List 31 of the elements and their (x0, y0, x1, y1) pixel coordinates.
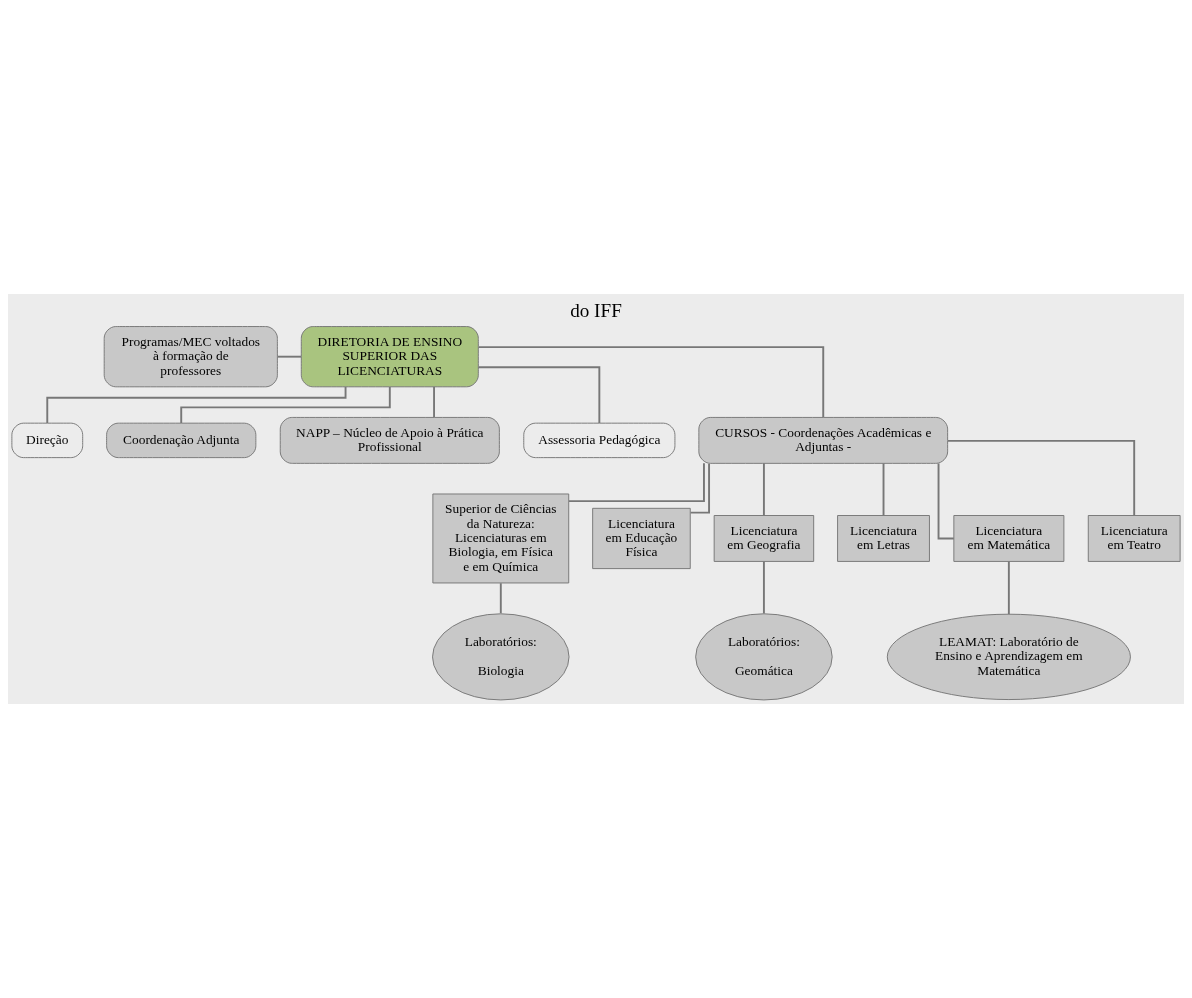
node-box: Superior de Ciências da Natureza: Licenciaturas em Biologia, em Física e em Química (432, 493, 570, 584)
node-box: CURSOS - Coordenações Acadêmicas e Adjuntas - (698, 416, 949, 464)
connector (276, 355, 303, 358)
node-box: Licenciatura em Geografia (713, 515, 815, 562)
connector (568, 462, 705, 503)
node-box: Direção (11, 422, 84, 459)
node-box: Assessoria Pedagógica (523, 422, 676, 459)
node-box: Coordenação Adjunta (106, 422, 257, 459)
connector (46, 386, 347, 425)
connector (477, 366, 601, 424)
node-box: Licenciatura em Letras (837, 515, 930, 562)
connector (1007, 560, 1010, 616)
connector (946, 439, 1136, 517)
node-box: Programas/MEC voltados à formação de professores (103, 326, 278, 388)
connector (180, 386, 391, 425)
connector (689, 462, 711, 514)
connector (499, 582, 502, 615)
node-ellipse: Laboratórios: Biologia (432, 613, 570, 701)
connector (762, 560, 765, 615)
node-box: Licenciatura em Teatro (1087, 515, 1181, 562)
connector (477, 346, 825, 419)
connector (882, 462, 885, 517)
connector (762, 462, 765, 517)
node-ellipse: Laboratórios: Geomática (695, 613, 833, 701)
node-ellipse: LEAMAT: Laboratório de Ensino e Aprendizagem em Matemática (886, 613, 1131, 701)
node-box: NAPP – Núcleo de Apoio à Prática Profissional (279, 416, 500, 464)
node-box: Licenciatura em Matemática (953, 515, 1065, 562)
node-box: DIRETORIA DE ENSINO SUPERIOR DAS LICENCIATURAS (300, 326, 479, 388)
diagram-title: do IFF (570, 299, 622, 321)
connector (433, 385, 435, 419)
node-box: Licenciatura em Educação Física (592, 507, 691, 570)
